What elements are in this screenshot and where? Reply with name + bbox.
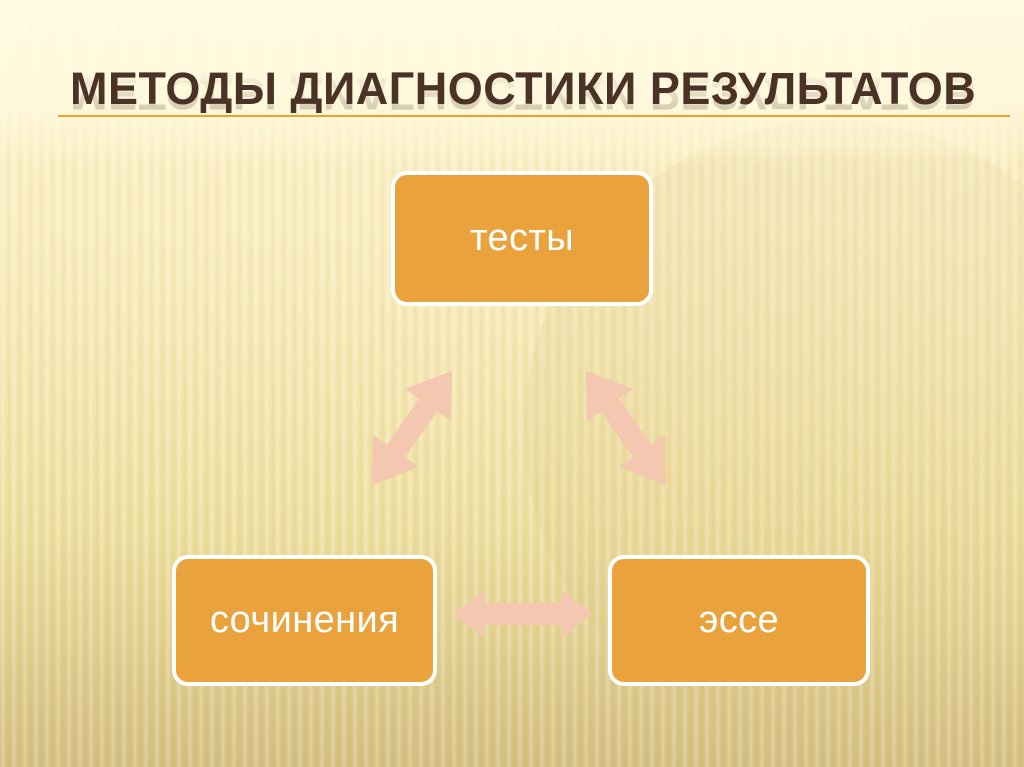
title-underline-rule [58, 115, 1010, 117]
diagram-node-essays[interactable]: сочинения [172, 555, 437, 686]
double-arrow-icon-essays-to-tests [371, 370, 453, 486]
diagram-node-essays-label: сочинения [209, 599, 400, 641]
diagram-node-tests[interactable]: тесты [391, 171, 653, 306]
diagram-node-essay[interactable]: эссе [608, 555, 870, 686]
slide-title-block: Методы диагностики результатов Методы ди… [0, 62, 1024, 172]
background-top-wash [0, 0, 1024, 165]
diagram-node-essay-label: эссе [698, 599, 780, 641]
double-arrow-icon-tests-to-essay [585, 370, 667, 486]
diagram-node-tests-label: тесты [470, 217, 574, 259]
double-arrow-icon-essays-to-essay [454, 590, 592, 638]
page-title: Методы диагностики результатов [70, 63, 977, 114]
